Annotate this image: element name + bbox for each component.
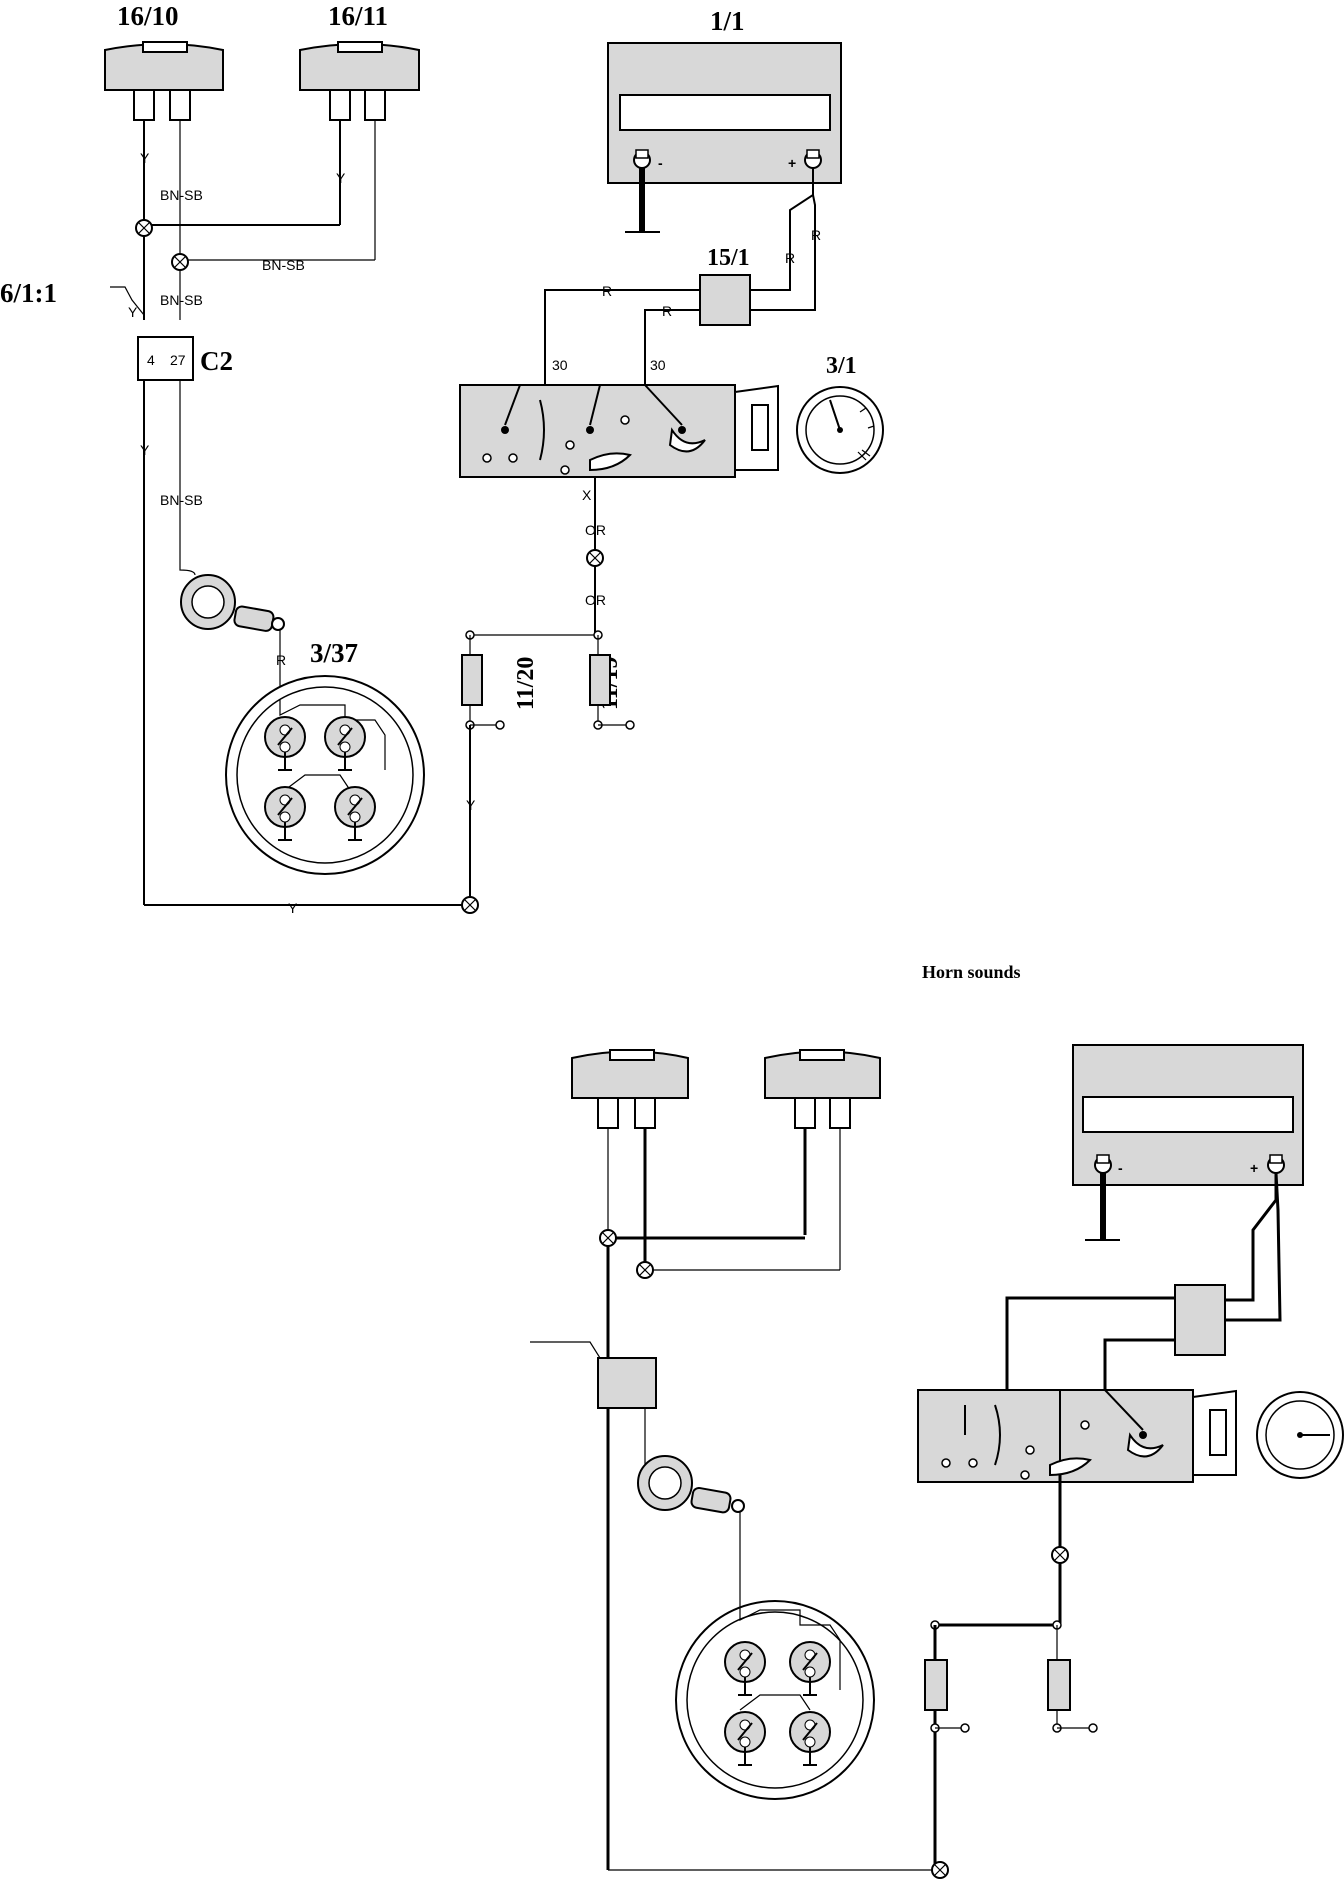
label-6-1-1: 6/1:1: [0, 278, 57, 308]
fuse-left-bottom: [924, 1659, 948, 1711]
pin-4: 4: [147, 352, 155, 368]
wire-y-16-10: Y: [140, 150, 150, 166]
fuse-right-bottom: [1047, 1659, 1071, 1711]
horn-right-bottom: [764, 1049, 881, 1129]
steering-wheel-3-37: [225, 675, 425, 875]
horn-button-4: [334, 786, 376, 841]
wire-r-15-1-b: R: [811, 227, 821, 243]
leader-6-1-1: [110, 286, 145, 316]
connector-c2: 4 27: [137, 336, 194, 381]
bottom-diagram: - +: [530, 1044, 1344, 1879]
fuse-box-bottom: [1174, 1284, 1226, 1356]
terminal-30-a: 30: [552, 357, 568, 373]
pin-27: 27: [170, 352, 186, 368]
label-16-11: 16/11: [328, 1, 388, 31]
horn-contact-bottom: [637, 1455, 745, 1590]
battery-to-fuse-wires: R R: [750, 168, 821, 311]
horn-wires: [143, 120, 470, 906]
battery-minus-bottom: -: [1118, 1160, 1123, 1176]
wire-r-15-1-c: R: [602, 283, 612, 299]
horn-16-10: [104, 41, 224, 121]
horn-button-3: [264, 786, 306, 841]
wire-y-fuse: Y: [466, 797, 476, 813]
wire-bnsb-top: BN-SB: [160, 187, 203, 203]
battery-minus: -: [658, 155, 663, 171]
horn-contact-reel: R: [179, 560, 286, 700]
wire-bnsb-mid: BN-SB: [262, 257, 305, 273]
terminal-30-b: 30: [650, 357, 666, 373]
fuse-11-19: [589, 635, 635, 730]
terminal-x: X: [582, 487, 592, 503]
fuse-11-20: Y: [461, 635, 505, 905]
battery-1-1: - +: [607, 42, 842, 233]
diagram-title: Horn sounds: [922, 962, 1021, 982]
ignition-switch-bottom: [917, 1389, 1237, 1483]
ignition-key-bottom: [1256, 1391, 1344, 1479]
horn-button-2: [324, 716, 366, 771]
wire-r-horn: R: [276, 652, 286, 668]
label-15-1: 15/1: [707, 245, 750, 271]
label-1-1: 1/1: [710, 6, 745, 36]
connector-c2-bottom: [597, 1357, 657, 1409]
ignition-key-3-1: [796, 386, 884, 474]
fuse-box-15-1: [699, 274, 751, 326]
label-11-20: 11/20: [513, 657, 539, 710]
label-c2: C2: [200, 346, 233, 376]
label-3-1: 3/1: [826, 353, 857, 379]
battery-plus-bottom: +: [1250, 1160, 1258, 1176]
splice-bottom: Y: [288, 896, 479, 916]
top-diagram: 16/10 16/11 1/1 15/1 3/1 6/1:1 C2 3/37 1…: [0, 1, 884, 916]
wire-bnsb-low: BN-SB: [160, 292, 203, 308]
horn-16-11: [299, 41, 420, 121]
wire-r-15-1-a: R: [785, 250, 795, 266]
battery-bottom: - +: [1072, 1044, 1304, 1241]
ignition-switch-3-1: X: [459, 384, 779, 515]
or-wire: OR OR: [465, 515, 606, 640]
wire-y-16-11: Y: [336, 170, 346, 186]
horn-left-bottom: [571, 1049, 689, 1129]
wire-r-15-1-d: R: [662, 303, 672, 319]
fuse-to-switch-wires: R R 30 30: [544, 283, 700, 385]
steering-wheel-bottom: [675, 1590, 875, 1800]
label-3-37: 3/37: [310, 638, 358, 668]
splice-16-10: [135, 219, 153, 237]
wire-y-6-1-1: Y: [128, 304, 138, 320]
wire-bnsb-below-c2: BN-SB: [160, 492, 203, 508]
wire-y-bottom: Y: [288, 900, 298, 916]
splice-16-11: [171, 253, 189, 271]
horn-button-1: [264, 716, 306, 771]
wire-y-below-c2: Y: [140, 442, 150, 458]
wire-or-upper: OR: [585, 522, 606, 538]
wire-or-lower: OR: [585, 592, 606, 608]
label-16-10: 16/10: [117, 1, 179, 31]
battery-plus: +: [788, 155, 796, 171]
